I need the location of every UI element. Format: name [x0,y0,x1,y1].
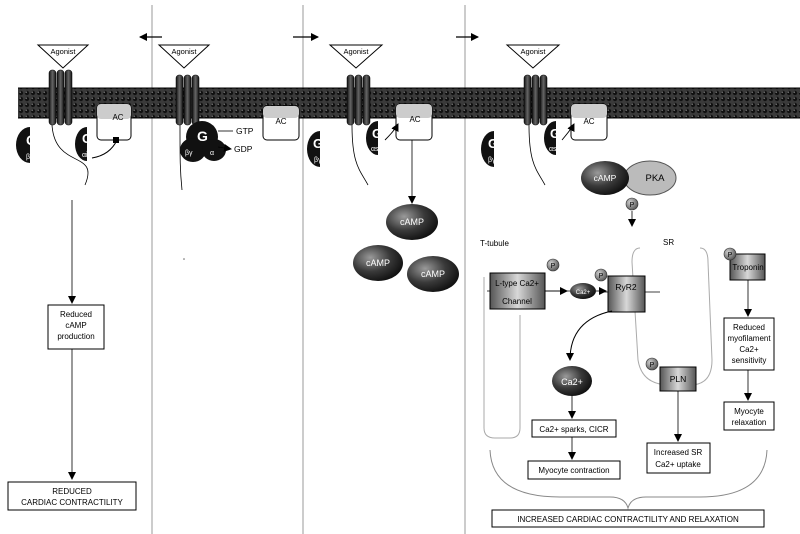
svg-text:Reduced: Reduced [60,310,92,319]
svg-text:βγ: βγ [26,154,34,161]
gtp-label: GTP [236,126,254,136]
svg-text:RyR2: RyR2 [615,282,637,292]
myofilament-box [723,317,775,371]
svg-text:Myocyte contraction: Myocyte contraction [538,466,609,475]
svg-text:Troponin: Troponin [732,263,763,272]
camp-molecule: cAMP [353,245,403,281]
t-tubule-outline [483,277,521,439]
agonist-label: Agonist [343,47,369,56]
ryr2-channel [607,275,646,313]
sr-label: SR [663,238,674,247]
svg-text:production: production [57,332,94,341]
svg-text:G: G [26,132,37,148]
svg-text:cAMP: cAMP [366,258,390,268]
l-type-channel [489,272,546,310]
ac-label: AC [409,115,420,124]
svg-text:CARDIAC CONTRACTILITY: CARDIAC CONTRACTILITY [21,498,123,507]
receptor-panel4: Agonist [505,44,561,186]
svg-text:cAMP: cAMP [421,269,445,279]
svg-text:Ca2+: Ca2+ [739,345,759,354]
svg-text:Ca2+ sparks, CICR: Ca2+ sparks, CICR [539,425,608,434]
pln-protein [659,366,697,392]
receptor-panel1: Agonist [36,44,90,186]
svg-text:cAMP: cAMP [65,321,86,330]
svg-text:P: P [630,202,635,209]
svg-text:PKA: PKA [645,173,665,184]
svg-text:βγ: βγ [488,157,496,164]
calcium-ion: Ca2+ [570,283,596,299]
svg-text:REDUCED: REDUCED [52,487,92,496]
svg-text:L-type Ca2+: L-type Ca2+ [495,279,539,288]
pka-complex: PKA cAMP [581,160,677,196]
svg-text:Ca2+: Ca2+ [561,377,583,387]
summary-brace [489,449,768,510]
g-protein-alpha-s: G αs [544,121,560,155]
myocyte-contraction-box [527,460,621,480]
g-protein-heterotrimer: G βγ α [180,121,226,162]
svg-text:Myocyte: Myocyte [734,407,764,416]
agonist-label: Agonist [50,47,76,56]
svg-text:P: P [728,252,733,259]
svg-text:PLN: PLN [670,374,687,384]
g-protein-alpha-i: G αi [75,127,92,161]
svg-text:Channel: Channel [502,297,532,306]
agonist-label: Agonist [171,47,197,56]
receptor-panel2: Agonist [157,44,211,191]
svg-text:αs: αs [371,146,379,153]
svg-text:relaxation: relaxation [732,418,767,427]
phosphate-icon: P [594,268,608,282]
myocyte-relaxation-box [723,401,775,431]
ca-sparks-box [531,419,617,438]
phosphate-icon: P [645,357,659,371]
svg-text:Increased SR: Increased SR [654,448,703,457]
svg-text:αs: αs [549,146,557,153]
sr-uptake-box [646,442,711,474]
svg-text:α: α [210,150,214,157]
agonist-label: Agonist [520,47,546,56]
svg-text:G: G [372,126,382,141]
svg-text:P: P [650,362,655,369]
troponin-protein [729,253,766,281]
svg-text:G: G [197,128,208,144]
sr-outline [631,247,713,386]
phosphate-icon: P [723,247,737,261]
svg-text:Reduced: Reduced [733,323,765,332]
inhibition-marker [113,137,119,143]
svg-text:G: G [488,136,498,151]
g-protein-beta-gamma: G βγ [307,131,323,167]
svg-text:βγ: βγ [185,150,193,157]
g-protein-beta-gamma: G βγ [481,131,498,167]
ac-label: AC [583,117,594,126]
gdp-label: GDP [234,144,253,154]
t-tubule-label: T-tubule [480,239,509,248]
g-protein-beta-gamma: G βγ [15,127,37,164]
reduced-contractility-box [7,481,137,511]
svg-text:G: G [550,126,560,141]
svg-text:P: P [599,273,604,280]
svg-text:cAMP: cAMP [594,173,617,183]
phosphate-icon: P [546,258,560,272]
svg-text:P: P [551,263,556,270]
svg-text:sensitivity: sensitivity [732,356,767,365]
svg-text:cAMP: cAMP [400,217,424,227]
camp-molecule: cAMP [407,256,459,292]
svg-text:G: G [313,136,323,151]
calcium-ion-large: Ca2+ [552,366,592,396]
svg-text:βγ: βγ [314,157,322,164]
reduced-camp-box [47,304,105,350]
increased-contractility-box [491,509,765,528]
ac-label: AC [112,113,123,122]
g-protein-alpha-s: G αs [366,121,382,155]
svg-text:myofilament: myofilament [727,334,771,343]
ac-label: AC [275,117,286,126]
receptor-panel3: Agonist [328,44,384,186]
svg-text:Ca2+ uptake: Ca2+ uptake [655,460,701,469]
phosphate-icon: P [625,197,639,211]
svg-text:Ca2+: Ca2+ [576,290,591,296]
camp-molecule: cAMP [386,204,438,240]
svg-text:INCREASED CARDIAC CONTRACTILIT: INCREASED CARDIAC CONTRACTILITY AND RELA… [517,515,739,524]
svg-text:G: G [82,131,92,146]
svg-text:αi: αi [82,152,88,159]
